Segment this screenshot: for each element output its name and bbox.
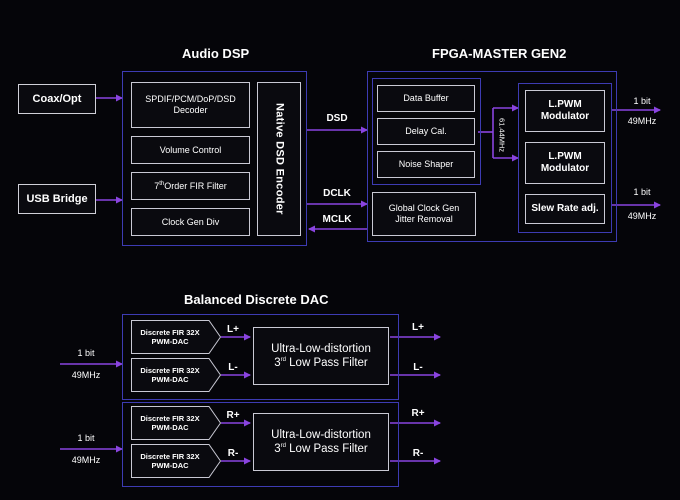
delay-cal-box: Delay Cal. xyxy=(377,118,475,145)
lm-out-label: L- xyxy=(413,362,423,373)
clock-gen-box: Global Clock Gen Jitter Removal xyxy=(372,192,476,236)
fpga-out-1-freq: 49MHz xyxy=(627,116,657,126)
lpf-left-label: Ultra-Low-distortion 3rd Low Pass Filter xyxy=(271,342,371,370)
fir-dac-rm-label: Discrete FIR 32X PWM-DAC xyxy=(140,452,200,470)
fpga-dsp-group xyxy=(372,78,481,185)
lm-inner-label: L- xyxy=(228,362,238,373)
freq-label-wrap: 61.44MHz xyxy=(496,110,508,160)
dac-in-2-bit: 1 bit xyxy=(77,433,95,443)
pwm-modulator-1-label: L.PWM Modulator xyxy=(540,99,590,122)
lpf-right-order-suffix: rd xyxy=(280,443,286,450)
fir-dac-lp-shape xyxy=(131,320,221,354)
noise-shaper-label: Noise Shaper xyxy=(398,159,454,169)
dac-title: Balanced Discrete DAC xyxy=(184,292,329,307)
lpf-left-line1: Ultra-Low-distortion xyxy=(271,343,371,355)
slew-rate-box: Slew Rate adj. xyxy=(525,194,605,224)
rp-out-label: R+ xyxy=(411,408,425,419)
rm-out-label: R- xyxy=(412,448,424,459)
lpf-left-order-suffix: rd xyxy=(280,357,286,364)
fir-dac-rp: Discrete FIR 32X PWM-DAC xyxy=(131,406,221,440)
dclk-signal-label: DCLK xyxy=(323,188,351,199)
dac-in-1-freq: 49MHz xyxy=(71,370,101,380)
fir-label: 7thOrder FIR Filter xyxy=(154,181,227,192)
fir-dac-lp-label: Discrete FIR 32X PWM-DAC xyxy=(140,328,200,346)
slew-rate-label: Slew Rate adj. xyxy=(531,203,599,214)
fir-dac-rm: Discrete FIR 32X PWM-DAC xyxy=(131,444,221,478)
dsd-encoder-box: Native DSD Encoder xyxy=(257,82,301,236)
fpga-block xyxy=(367,71,617,242)
fir-filter-box: 7thOrder FIR Filter xyxy=(131,172,250,200)
lpf-right-text: Low Pass Filter xyxy=(285,443,368,455)
lpf-right-box: Ultra-Low-distortion 3rd Low Pass Filter xyxy=(253,413,389,471)
pwm-modulator-1-box: L.PWM Modulator xyxy=(525,90,605,132)
fpga-out-2-freq: 49MHz xyxy=(627,211,657,221)
audio-dsp-title: Audio DSP xyxy=(182,46,250,61)
rp-inner-label: R+ xyxy=(226,410,240,421)
fir-text: Order FIR Filter xyxy=(164,180,227,191)
lpf-right-line2: 3rd Low Pass Filter xyxy=(271,442,371,456)
fir-dac-rp-shape xyxy=(131,406,221,440)
fir-dac-lm-label: Discrete FIR 32X PWM-DAC xyxy=(140,366,200,384)
decoder-label: SPDIF/PCM/DoP/DSD Decoder xyxy=(145,94,236,115)
fir-dac-lm-shape xyxy=(131,358,221,392)
fpga-out-2-bit: 1 bit xyxy=(633,187,651,197)
dsd-encoder-label: Native DSD Encoder xyxy=(273,103,286,215)
lp-out-label: L+ xyxy=(412,322,424,333)
fir-order: 7 xyxy=(154,180,160,191)
fpga-title: FPGA-MASTER GEN2 xyxy=(432,46,567,61)
noise-shaper-box: Noise Shaper xyxy=(377,151,475,178)
modulator-group xyxy=(518,83,612,233)
freq-label: 61.44MHz xyxy=(497,117,507,153)
clock-div-label: Clock Gen Div xyxy=(161,216,220,227)
delay-cal-label: Delay Cal. xyxy=(405,126,447,136)
pwm-modulator-2-label: L.PWM Modulator xyxy=(540,151,590,174)
lpf-left-text: Low Pass Filter xyxy=(285,357,368,369)
volume-control-box: Volume Control xyxy=(131,136,250,164)
usb-bridge-box: USB Bridge xyxy=(18,184,96,214)
fir-dac-rp-label: Discrete FIR 32X PWM-DAC xyxy=(140,414,200,432)
coax-label: Coax/Opt xyxy=(32,92,82,105)
decoder-box: SPDIF/PCM/DoP/DSD Decoder xyxy=(131,82,250,128)
coax-input-box: Coax/Opt xyxy=(18,84,96,114)
lpf-right-label: Ultra-Low-distortion 3rd Low Pass Filter xyxy=(271,428,371,456)
lpf-left-box: Ultra-Low-distortion 3rd Low Pass Filter xyxy=(253,327,389,385)
audio-dsp-block xyxy=(122,71,307,246)
fir-dac-rm-shape xyxy=(131,444,221,478)
lpf-right-order: 3 xyxy=(274,443,281,455)
lpf-left-order: 3 xyxy=(274,357,281,369)
fir-order-suffix: th xyxy=(159,180,165,187)
fir-dac-lm: Discrete FIR 32X PWM-DAC xyxy=(131,358,221,392)
data-buffer-box: Data Buffer xyxy=(377,85,475,112)
lp-inner-label: L+ xyxy=(227,324,239,335)
dsd-signal-label: DSD xyxy=(326,113,348,124)
clock-div-box: Clock Gen Div xyxy=(131,208,250,236)
rm-inner-label: R- xyxy=(227,448,239,459)
mclk-signal-label: MCLK xyxy=(322,214,352,225)
dac-in-2-freq: 49MHz xyxy=(71,455,101,465)
fpga-out-1-bit: 1 bit xyxy=(633,96,651,106)
dac-left-channel-block xyxy=(122,314,399,400)
volume-label: Volume Control xyxy=(159,144,222,155)
data-buffer-label: Data Buffer xyxy=(403,93,449,103)
lpf-right-line1: Ultra-Low-distortion xyxy=(271,429,371,441)
fir-dac-lp: Discrete FIR 32X PWM-DAC xyxy=(131,320,221,354)
dac-right-channel-block xyxy=(122,402,399,487)
pwm-modulator-2-box: L.PWM Modulator xyxy=(525,142,605,184)
dac-in-1-bit: 1 bit xyxy=(77,348,95,358)
clock-gen-label: Global Clock Gen Jitter Removal xyxy=(388,203,460,224)
usb-label: USB Bridge xyxy=(26,192,88,205)
lpf-left-line2: 3rd Low Pass Filter xyxy=(271,356,371,370)
